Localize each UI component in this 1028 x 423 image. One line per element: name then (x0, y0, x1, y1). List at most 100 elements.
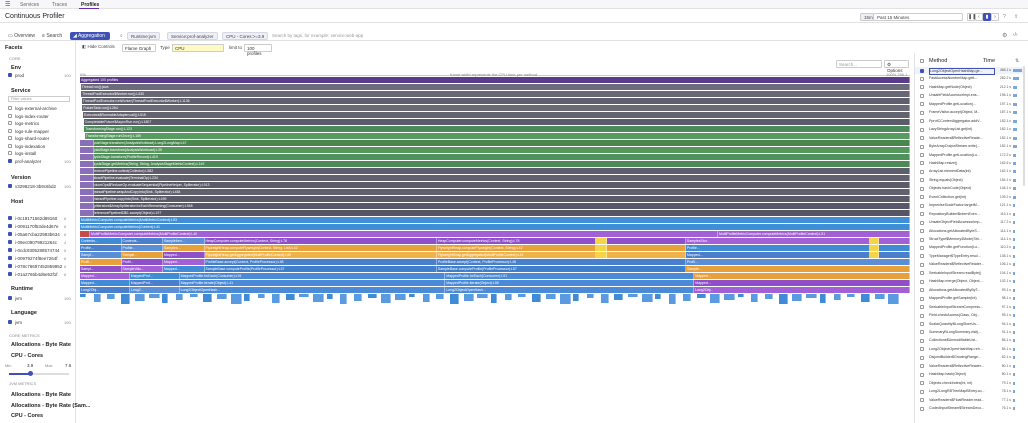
flame-frame[interactable] (868, 238, 879, 244)
host-facet-item[interactable]: i-0cdc9305288574744 (15, 248, 60, 253)
flame-frame[interactable] (367, 294, 377, 298)
method-checkbox[interactable] (920, 254, 924, 259)
flame-frame[interactable]: ProfileBase.accept(Context, ProfileProce… (436, 259, 686, 265)
service-facet-item[interactable]: logs-shard-router (15, 136, 50, 141)
method-row[interactable]: CodedInputStream$StreamDeco...76.1 s (915, 405, 1025, 412)
method-checkbox[interactable] (920, 144, 924, 149)
settings-gear-icon[interactable]: ⚙ (1002, 33, 1008, 39)
method-row[interactable]: ImpreciseScaleFactor.targetM...121.1 s (915, 202, 1025, 209)
tag-search-input[interactable]: Search by tags, for example: service:web… (272, 33, 364, 38)
host-facet-checkbox[interactable] (8, 264, 12, 268)
method-row[interactable]: MappedProfile.getFunction(Lo...110.2 s (915, 244, 1025, 251)
flame-frame[interactable]: MappedProf... (129, 273, 180, 279)
filter-pill-runtime[interactable]: Runtime:jvm (127, 32, 161, 40)
flame-frame[interactable] (710, 294, 721, 303)
cpu-slider-handle[interactable] (28, 371, 34, 376)
flame-frame[interactable]: SampleBase.computeProfile(ProfileProcess… (436, 266, 686, 272)
method-row[interactable]: Collections$UnmodifiableList...86.1 s (915, 337, 1025, 344)
method-checkbox[interactable] (920, 169, 924, 174)
hide-controls-toggle[interactable]: ◧ Hide Controls (82, 44, 115, 52)
flame-frame[interactable] (573, 294, 580, 301)
flame-frame[interactable]: Mapped... (163, 266, 205, 272)
method-checkbox[interactable] (920, 220, 924, 225)
facet-runtime-checkbox[interactable] (8, 296, 12, 300)
method-checkbox[interactable] (920, 110, 924, 115)
flame-frame[interactable] (121, 294, 131, 304)
flame-frame[interactable]: FlyweightHeap.computeFlyweight(Context, … (436, 245, 686, 251)
host-facet-item[interactable]: i-00979274f8ee7264f (15, 256, 58, 261)
facet-env-checkbox[interactable] (8, 73, 12, 77)
method-checkbox[interactable] (920, 279, 924, 284)
flame-frame[interactable] (80, 147, 94, 153)
host-facet-checkbox[interactable] (8, 232, 12, 236)
flame-frame[interactable] (614, 294, 624, 300)
share-icon[interactable]: ⇪ (1014, 14, 1019, 20)
flame-frame[interactable] (594, 245, 607, 251)
flame-frame[interactable] (189, 294, 198, 297)
facet-version[interactable]: Version (11, 175, 31, 181)
time-badge[interactable]: 15m (860, 13, 874, 21)
flame-frame[interactable] (751, 294, 759, 302)
facet-language[interactable]: Language (11, 310, 37, 316)
flame-frame[interactable]: Samples... (163, 245, 205, 251)
flame-frame[interactable] (504, 294, 512, 300)
sort-column-icon[interactable]: ⇅ (1015, 58, 1020, 64)
facet-cpu-cores[interactable]: CPU - Cores (11, 353, 44, 359)
facet-version-checkbox[interactable] (8, 184, 12, 188)
flame-frame[interactable]: HeapComputer.computeMetrics(Context, Str… (436, 238, 686, 244)
flame-frame[interactable]: Profile... (685, 245, 910, 251)
flame-frame[interactable] (408, 294, 415, 297)
flame-frame[interactable]: CompletableFuture$AsyncRun.run():L1807 (83, 119, 910, 125)
flame-frame[interactable] (545, 294, 556, 299)
flame-frame[interactable] (600, 294, 609, 303)
flame-frame[interactable] (819, 294, 826, 303)
host-facet-item[interactable]: i-078c76697452859952 (15, 264, 63, 269)
flame-frame[interactable] (723, 294, 735, 300)
facet-version-item[interactable]: v3298218-3b9c6bd2 (15, 184, 57, 189)
flame-frame[interactable] (148, 294, 160, 298)
tab-profiles[interactable]: Profiles (81, 2, 100, 8)
flame-frame[interactable] (107, 294, 116, 299)
flame-frame[interactable] (449, 294, 459, 304)
host-facet-item[interactable]: i-0091170f53de4d67e (15, 224, 59, 229)
flame-frame[interactable] (737, 294, 744, 297)
cpu-min-value[interactable]: 3.9 (27, 363, 34, 368)
service-facet-item[interactable]: prof-analyzer (15, 158, 42, 164)
facet-host[interactable]: Host (11, 199, 24, 205)
method-row[interactable]: HashMap.merge(Object, Object,...102.1 s (915, 278, 1025, 285)
flame-frame[interactable]: FutureTask.run():L264 (82, 105, 910, 111)
facet-jvm-alloc-rate[interactable]: Allocations - Byte Rate (11, 392, 71, 398)
method-checkbox[interactable] (920, 102, 924, 107)
flame-frame[interactable]: Long2Obj... (80, 287, 130, 293)
flame-frame[interactable] (594, 252, 607, 258)
host-facet-checkbox[interactable] (8, 240, 12, 244)
flame-frame[interactable] (422, 294, 430, 302)
flame-frame[interactable]: Profil... (121, 259, 163, 265)
method-checkbox[interactable] (920, 381, 924, 386)
method-checkbox[interactable] (920, 347, 924, 352)
help-icon[interactable]: ? (1003, 14, 1006, 20)
flame-frame[interactable] (381, 294, 392, 303)
method-checkbox[interactable] (920, 288, 924, 293)
method-checkbox[interactable] (920, 203, 924, 208)
flame-frame[interactable]: MultiProfileMetricComputer.computeMetric… (90, 231, 718, 237)
flame-frame[interactable]: AnalysisStage.transform(AnalysisWorkload… (85, 140, 910, 146)
flame-frame[interactable] (868, 252, 879, 258)
service-filter-input[interactable]: Filter values (8, 96, 70, 102)
flame-frame[interactable]: AnalysisStage.getMetrics(String, String,… (87, 161, 910, 167)
flame-frame[interactable]: AbstractPipeline.copyInto(Sink, Splitera… (90, 196, 910, 202)
flame-frame[interactable] (518, 294, 527, 297)
host-facet-item[interactable]: i-0c19171562d89160 (15, 216, 58, 221)
method-row[interactable]: ValueReaders$ReflectiveReader...106.1 s (915, 261, 1025, 268)
method-checkbox[interactable] (920, 389, 924, 394)
facet-jvm-alloc-sampled[interactable]: Allocations - Byte Rate (Sam... (11, 403, 91, 409)
service-facet-item[interactable]: logs-indexation (15, 143, 46, 149)
flame-frame[interactable]: MultiMetricComputer.computeMetrics(Conte… (80, 224, 910, 230)
method-row[interactable]: FastAccessNumberMap.getL...282.2 s (915, 75, 1025, 82)
flame-frame[interactable] (80, 294, 86, 297)
method-row[interactable]: TypeManager$TypeEntry.resol...108.1 s (915, 253, 1025, 260)
method-checkbox[interactable] (920, 355, 924, 360)
flame-frame[interactable]: ThreadPoolExecutor$Worker.run():L630 (81, 91, 910, 97)
service-facet-checkbox[interactable] (8, 158, 12, 163)
method-row[interactable]: HashMap.getNode(Object)212.1 s (915, 84, 1025, 91)
